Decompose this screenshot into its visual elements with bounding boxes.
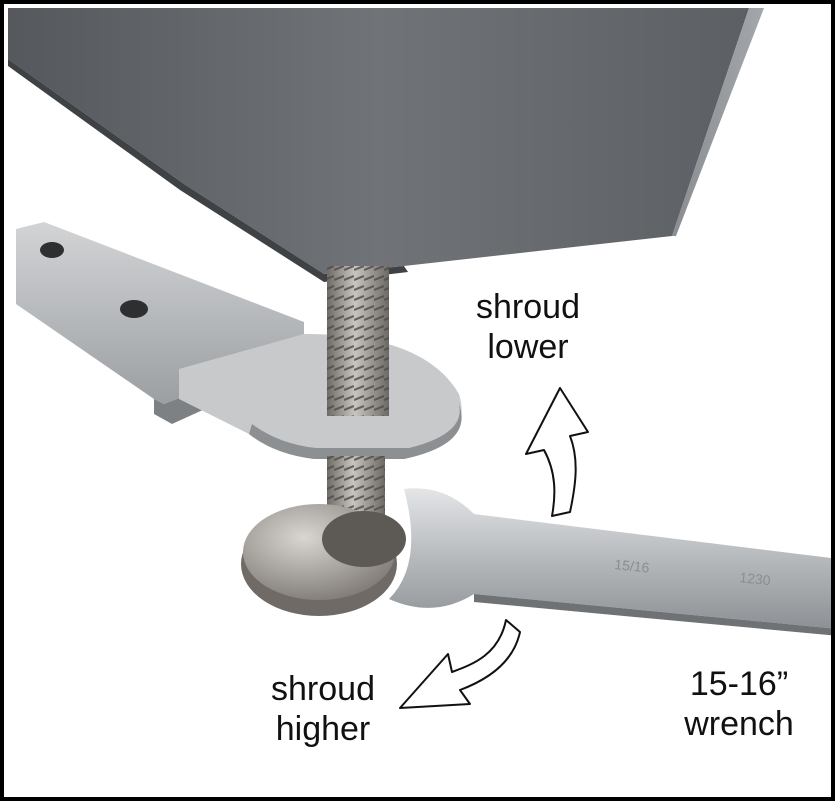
label-wrench-line1: 15-16” (689, 665, 789, 703)
arrow-down-left-icon (399, 619, 521, 709)
label-shroud-higher-line1: shroud (271, 670, 375, 708)
label-wrench-line2: wrench (684, 705, 794, 743)
bracket-plate (179, 334, 462, 459)
label-wrench: 15-16” wrench (659, 664, 819, 744)
wrench: 15/16 1230 (389, 488, 831, 636)
threaded-bolt (327, 266, 389, 546)
label-shroud-higher-line2: higher (275, 710, 371, 748)
wrench-code-marking: 1230 (739, 569, 772, 588)
shroud (8, 8, 764, 282)
label-shroud-lower-line2: lower (487, 328, 569, 366)
wrench-size-marking: 15/16 (614, 556, 651, 576)
label-shroud-higher: shroud higher (248, 669, 398, 749)
leveling-nut (241, 504, 406, 616)
label-shroud-lower-line1: shroud (476, 288, 580, 326)
leveling-foot-photo: 15/16 1230 (8, 8, 831, 709)
arrow-up-icon (525, 387, 589, 517)
label-shroud-lower: shroud lower (453, 287, 603, 367)
